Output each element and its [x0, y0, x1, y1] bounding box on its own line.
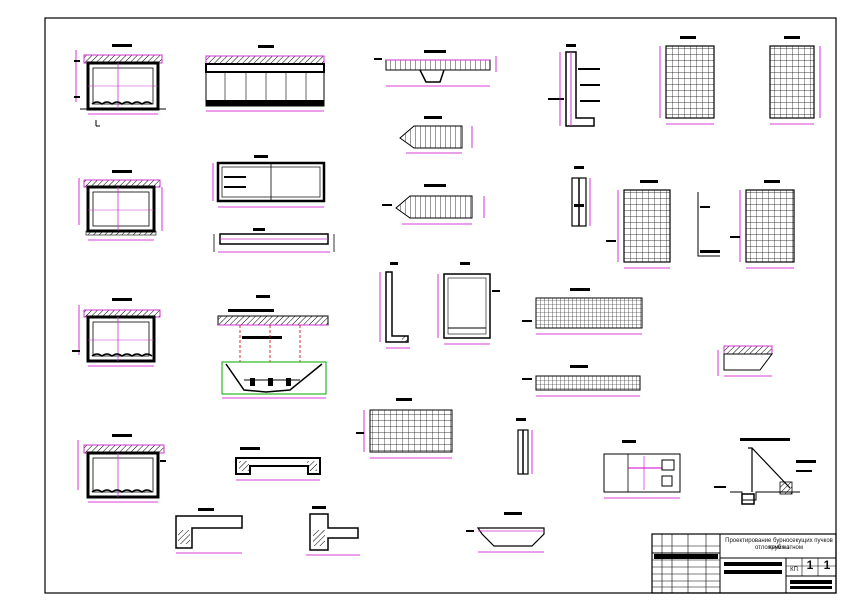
sheet-border: [44, 17, 837, 594]
retaining-wall-detail: [548, 44, 600, 127]
junction-box-plan: [603, 440, 681, 499]
rebar-layout-3: [382, 184, 485, 225]
title-line-2: отложения этном: [754, 545, 804, 551]
culvert-section-1: [74, 44, 166, 127]
grid-mesh-top-left: [659, 36, 715, 125]
title-block: [651, 533, 837, 594]
longitudinal-section-top: [205, 45, 325, 112]
culvert-section-4: [77, 434, 166, 503]
corner-detail-b: [306, 506, 360, 556]
rebar-mesh-strip: [522, 365, 641, 397]
sheets-total: 1: [823, 558, 831, 572]
crane-pole-elevation: [714, 438, 816, 505]
grid-mesh-mid-right: [730, 180, 795, 269]
bent-bar-detail: [466, 512, 545, 553]
section-with-ground: [217, 295, 329, 399]
rebar-layout-2: [399, 116, 473, 154]
corner-detail-a: [175, 508, 243, 554]
slab-end-detail: [717, 345, 773, 377]
grid-mesh-top-right: [769, 36, 821, 125]
column-rebar-detail: [571, 166, 591, 227]
channel-section: [235, 447, 321, 481]
culvert-section-3: [72, 298, 161, 367]
title-line-1: Проектирование бурносекущих пучков труб …: [725, 538, 833, 551]
wall-profile-l: [379, 262, 410, 349]
post-detail: [516, 418, 533, 475]
stage-code: КП: [790, 567, 798, 573]
culvert-section-2: [78, 170, 163, 241]
beam-detail: [213, 228, 335, 253]
rebar-layout-1: [374, 50, 497, 87]
sheet-number: 1: [806, 558, 814, 572]
panel-elevation: [437, 262, 500, 345]
plan-view-a: [212, 155, 326, 208]
rebar-mesh-1: [356, 398, 453, 459]
rebar-mesh-wide: [522, 288, 643, 335]
hook-detail: [697, 192, 720, 257]
grid-mesh-mid-left: [606, 180, 671, 269]
